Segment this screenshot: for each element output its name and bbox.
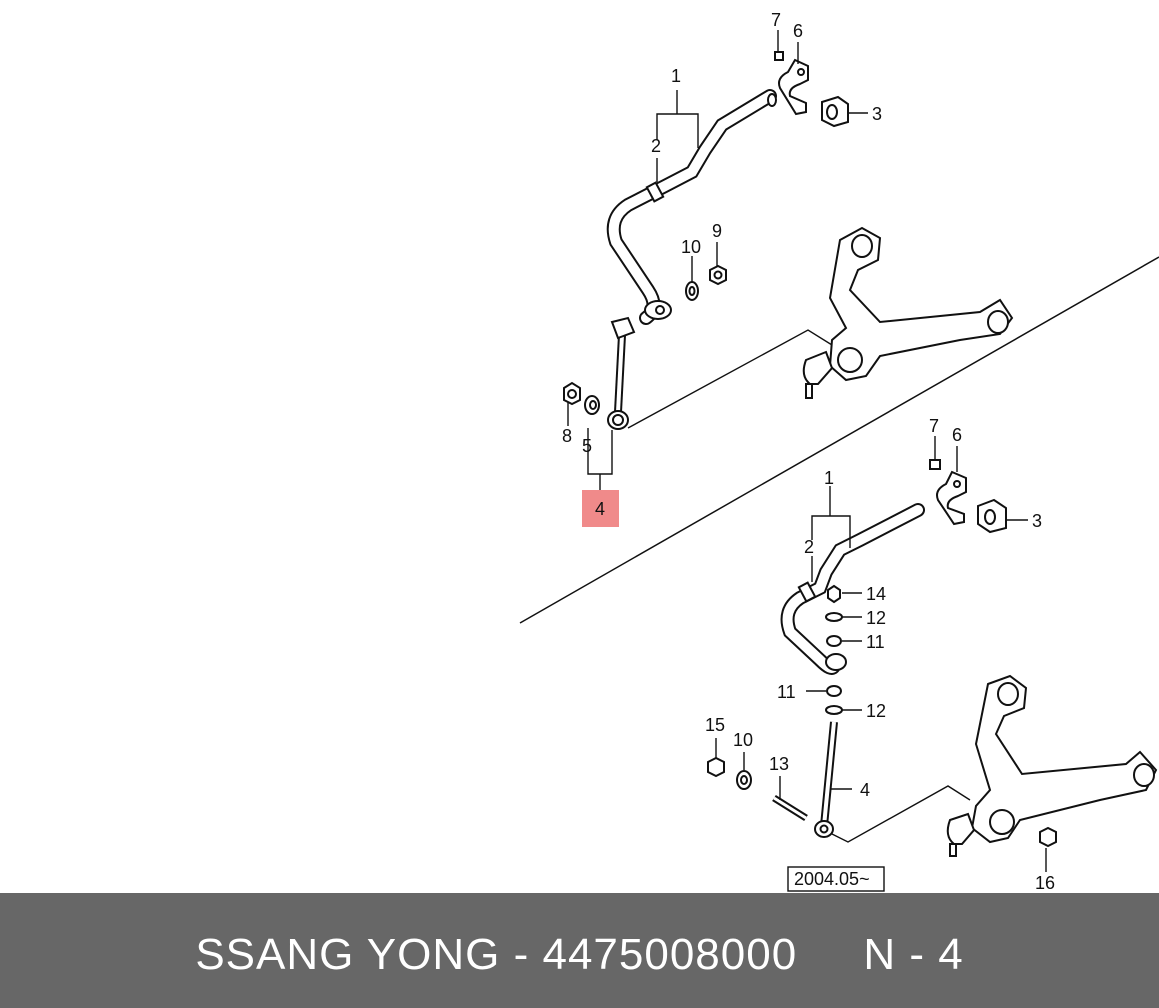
lower-label-14: 14	[866, 584, 886, 604]
footer-brand: SSANG YONG	[195, 929, 501, 979]
lower-washer-12a	[825, 612, 843, 622]
lower-label-4: 4	[860, 780, 870, 800]
highlight-label-4: 4	[595, 499, 605, 519]
parts-diagram: 1 2 3 5 6 7 8 9 10 4 1 2 3 4 6 7 10 11 1…	[519, 10, 1159, 893]
lower-assembly	[707, 459, 1158, 857]
callout-labels: 1 2 3 5 6 7 8 9 10 4 1 2 3 4 6 7 10 11 1…	[562, 10, 1055, 893]
lower-bolt-7	[929, 459, 941, 470]
upper-label-7: 7	[771, 10, 781, 30]
lower-label-2: 2	[804, 537, 814, 557]
lower-label-3: 3	[1032, 511, 1042, 531]
lower-label-13: 13	[769, 754, 789, 774]
upper-bracket	[778, 58, 809, 116]
lower-label-11a: 11	[866, 632, 885, 652]
date-tag-box	[787, 866, 885, 892]
lower-nut-14	[827, 584, 841, 604]
footer-ref: N - 4	[863, 929, 964, 979]
lower-label-10: 10	[733, 730, 753, 750]
lower-washer-12b	[825, 705, 843, 715]
lower-label-15: 15	[705, 715, 725, 735]
upper-assembly	[563, 51, 1014, 430]
lower-bolt-13	[773, 796, 807, 820]
leader-lines	[567, 30, 1047, 872]
upper-label-1: 1	[671, 66, 681, 86]
footer-part-number: 4475008000	[542, 929, 798, 979]
lower-nut-15	[707, 756, 725, 778]
lower-nut-16	[1039, 826, 1057, 848]
lower-bushing-11a	[826, 635, 842, 647]
lower-label-11b: 11	[777, 682, 796, 702]
upper-bolt-7	[774, 51, 784, 61]
footer-bar: SSANG YONG - 4475008000 N - 4	[0, 893, 1159, 1008]
lower-bracket	[936, 470, 967, 526]
divider-line	[519, 256, 1159, 624]
lower-label-6: 6	[952, 425, 962, 445]
upper-label-6: 6	[793, 21, 803, 41]
footer-title: SSANG YONG - 4475008000 N - 4	[195, 930, 963, 980]
upper-link-top	[610, 316, 636, 340]
upper-label-10: 10	[681, 237, 701, 257]
upper-label-9: 9	[712, 221, 722, 241]
upper-ball-joint	[802, 350, 834, 385]
lower-bushing-11b	[826, 685, 842, 697]
lower-ball-joint	[946, 812, 976, 845]
footer-separator: -	[513, 929, 530, 979]
lower-label-12b: 12	[866, 701, 886, 721]
lower-label-7: 7	[929, 416, 939, 436]
lower-label-16: 16	[1035, 873, 1055, 893]
upper-label-8: 8	[562, 426, 572, 446]
lower-label-12a: 12	[866, 608, 886, 628]
upper-label-2: 2	[651, 136, 661, 156]
date-tag: 2004.05~	[794, 869, 870, 889]
lower-label-1: 1	[824, 468, 834, 488]
upper-label-3: 3	[872, 104, 882, 124]
highlight-box-4[interactable]	[582, 490, 619, 527]
upper-label-5: 5	[582, 436, 592, 456]
